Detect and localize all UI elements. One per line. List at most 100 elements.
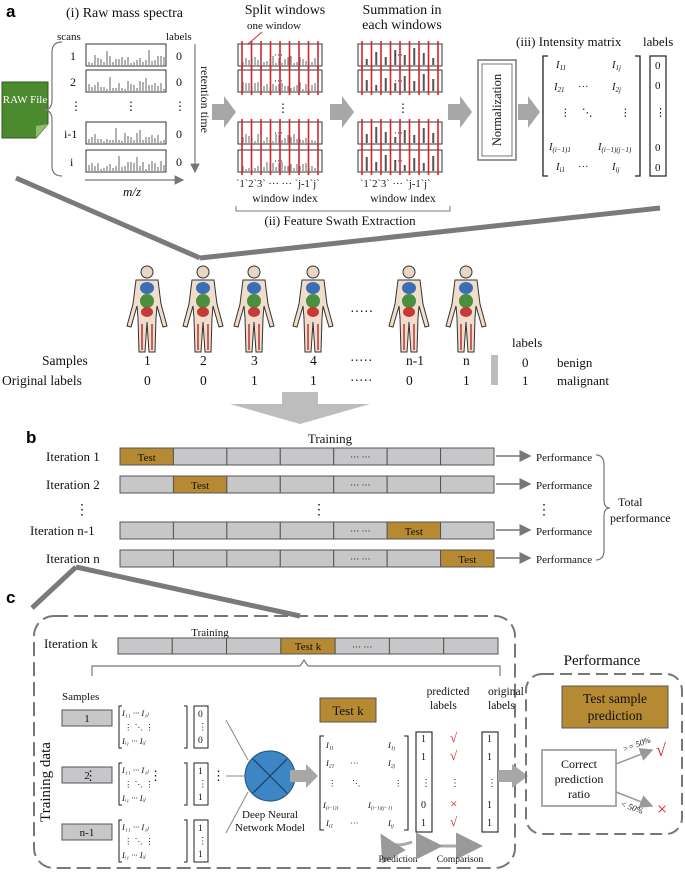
training-cell bbox=[443, 637, 499, 655]
lt50-arrow bbox=[615, 791, 654, 808]
original-label-value: ····· bbox=[350, 373, 372, 388]
iteration-k-frame bbox=[33, 615, 516, 869]
panel-a-label: a bbox=[6, 2, 16, 21]
split-window-row: ··· bbox=[237, 119, 323, 147]
svg-text:⋮ ⋱ ⋮: ⋮ ⋱ ⋮ bbox=[124, 836, 154, 846]
summation-row: ··· bbox=[357, 41, 443, 69]
summation-dots: ··· bbox=[394, 50, 403, 60]
check-mark-icon: √ bbox=[450, 730, 458, 745]
original-label-value: 0 bbox=[144, 373, 151, 388]
matrix-labels-title: labels bbox=[643, 34, 673, 49]
mark-vdots: ⋮ bbox=[450, 778, 460, 789]
sample-label-value: 0 bbox=[198, 736, 203, 746]
total-performance-bracket bbox=[595, 454, 611, 561]
arrow-dnn-to-test bbox=[290, 764, 318, 788]
svg-text:⋮ ⋱ ⋮: ⋮ ⋱ ⋮ bbox=[124, 722, 154, 732]
predicted-labels-line-1: predicted bbox=[427, 686, 470, 698]
svg-text:I(i−1)(j−1): I(i−1)(j−1) bbox=[597, 142, 632, 154]
matrix-label-value: 0 bbox=[655, 142, 661, 154]
original-value: 1 bbox=[487, 752, 492, 763]
original-label-value: 1 bbox=[251, 373, 258, 388]
sample-id: n-1 bbox=[406, 353, 424, 368]
check-mark-icon: √ bbox=[450, 748, 458, 763]
feature-swath-bracket bbox=[235, 206, 451, 212]
correct-ratio-1: Correct bbox=[561, 757, 598, 771]
summation-row: ··· bbox=[357, 67, 443, 95]
original-labels-line-2: labels bbox=[488, 700, 515, 712]
iteration-k-brace bbox=[91, 658, 501, 676]
mz-label: m/z bbox=[123, 184, 141, 199]
zoom-line-right bbox=[75, 564, 301, 619]
sample-label-value: ⋮ bbox=[198, 723, 208, 733]
split-dots: ··· bbox=[274, 128, 283, 138]
svg-text:I21: I21 bbox=[553, 82, 565, 94]
svg-text:I₁₁ ··· I₁ⱼ: I₁₁ ··· I₁ⱼ bbox=[121, 822, 149, 832]
scan-name: i-1 bbox=[64, 127, 77, 141]
sample-label-value: 1 bbox=[198, 767, 203, 777]
sample-id: 4 bbox=[310, 353, 317, 368]
retention-time-label: retention time bbox=[198, 66, 212, 133]
human-body-figure bbox=[445, 265, 487, 353]
summation-title-1: Summation in bbox=[363, 3, 442, 18]
window-index-right: window index bbox=[370, 193, 436, 205]
human-body-figure bbox=[233, 265, 275, 353]
scan-name-vdots: ⋮ bbox=[70, 99, 82, 113]
training-cell bbox=[226, 637, 282, 655]
predicted-value: 1 bbox=[421, 818, 426, 829]
normalization-label: Normalization bbox=[490, 73, 504, 146]
original-value: ⋮ bbox=[487, 778, 497, 789]
total-performance-1: Total bbox=[618, 495, 643, 509]
training-header: Training bbox=[308, 431, 353, 446]
test-cell-label: Test bbox=[138, 452, 156, 464]
arrow-to-split bbox=[212, 96, 236, 128]
raw-spectra-title: (i) Raw mass spectra bbox=[66, 6, 184, 21]
iteration-name: Iteration n bbox=[46, 551, 100, 566]
matrix-label-value: ⋮ bbox=[655, 107, 666, 119]
training-cell bbox=[386, 549, 442, 568]
summation-title-2: each windows bbox=[362, 18, 442, 33]
test-cell bbox=[440, 549, 495, 568]
arrow-to-summation bbox=[330, 96, 354, 128]
summation-dots: ··· bbox=[394, 156, 403, 166]
legend-code-0: 0 bbox=[522, 355, 529, 370]
svg-text:I(i−1)1: I(i−1)1 bbox=[322, 800, 339, 812]
split-dots: ··· bbox=[274, 50, 283, 60]
comparison-label: Comparison bbox=[437, 855, 484, 865]
prediction-label: Prediction bbox=[378, 855, 417, 865]
window-index-left: window index bbox=[252, 193, 318, 205]
training-cell bbox=[279, 447, 335, 466]
iteration-name: Iteration 1 bbox=[46, 449, 100, 464]
training-cell bbox=[386, 475, 442, 494]
training-cell bbox=[226, 521, 281, 540]
svg-text:Iᵢ₁ ··· Iᵢⱼ: Iᵢ₁ ··· Iᵢⱼ bbox=[121, 736, 146, 746]
figure-dots: ····· bbox=[350, 305, 373, 320]
svg-text:⋱: ⋱ bbox=[582, 108, 593, 119]
scans-bracket bbox=[43, 41, 63, 177]
svg-text:I₁₁ ··· I₁ⱼ: I₁₁ ··· I₁ⱼ bbox=[121, 765, 149, 775]
legend-bar bbox=[491, 355, 498, 385]
total-performance-2: performance bbox=[610, 511, 671, 525]
test-sample-prediction-box bbox=[561, 685, 669, 729]
iteration-name: Iteration n-1 bbox=[30, 523, 95, 538]
summation-row: ··· bbox=[357, 147, 443, 175]
training-cell bbox=[440, 447, 495, 466]
performance-label: Performance bbox=[536, 480, 592, 492]
svg-text:I(i−1)(j−1): I(i−1)(j−1) bbox=[367, 800, 392, 812]
panel-b-label: b bbox=[26, 428, 36, 447]
spectrum-box bbox=[85, 121, 167, 145]
training-cell bbox=[279, 475, 335, 494]
check-mark-icon: √ bbox=[450, 814, 458, 829]
svg-text:Iij: Iij bbox=[387, 818, 394, 830]
svg-text:I2j: I2j bbox=[387, 758, 396, 770]
scan-name: i bbox=[70, 155, 74, 169]
training-cell bbox=[226, 447, 281, 466]
predicted-value: 1 bbox=[421, 734, 426, 745]
dnn-label-1: Deep Neural bbox=[242, 809, 298, 821]
svg-text:Iᵢ₁ ··· Iᵢⱼ: Iᵢ₁ ··· Iᵢⱼ bbox=[121, 850, 146, 860]
performance-label: Performance bbox=[536, 554, 592, 566]
prediction-arrow bbox=[380, 833, 413, 864]
